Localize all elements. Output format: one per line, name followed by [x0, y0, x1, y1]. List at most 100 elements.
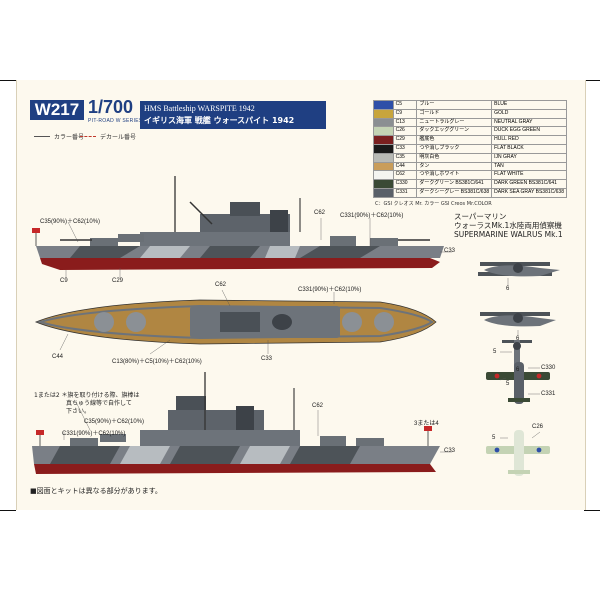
legend-decal: デカール番号 — [80, 132, 136, 141]
label-side1-c331-c62: C331(90%)＋C62(10%) — [340, 213, 404, 219]
kit-code: W217 — [30, 100, 84, 120]
side-view-1 — [32, 176, 452, 278]
walrus-title-en: SUPERMARINE WALRUS Mk.1 — [454, 230, 563, 239]
legend-decal-label: デカール番号 — [100, 134, 137, 141]
top-superstructure — [190, 306, 340, 338]
flag-note: 1または2 ＊旗を取り付ける際、旗棒は 真ちゅう線等で自作して 下さい。 — [34, 392, 140, 416]
crop-mark — [0, 510, 16, 511]
deck-grey-band — [36, 304, 434, 340]
footnote: ■図面とキットは異なる部分があります。 — [30, 487, 162, 495]
ensign-flag-icon — [32, 228, 40, 233]
title-en: HMS Battleship WARSPITE 1942 — [144, 104, 255, 113]
label-top-c331-c62: C331(90%)＋C62(10%) — [298, 287, 362, 293]
legend-color-label: カラー番号 — [54, 134, 85, 141]
camo-light-side2 — [120, 446, 290, 464]
turret-a — [90, 238, 118, 246]
leader-line — [75, 401, 91, 431]
walrus-title: スーパーマリン ウォーラスMk.1水陸両用偵察機 SUPERMARINE WAL… — [454, 212, 563, 239]
legend-dash-icon — [80, 136, 96, 137]
label-side2-c33: C33 — [444, 448, 456, 454]
turret2-b — [100, 434, 126, 442]
turret-x — [330, 236, 356, 246]
kit-scale: 1/700 — [88, 97, 134, 117]
top-bridge — [220, 312, 260, 332]
top-turret-x — [342, 312, 362, 332]
turret2-x — [320, 436, 346, 446]
crop-mark — [584, 510, 600, 511]
leader-line — [221, 289, 231, 307]
label-side2-c62: C62 — [312, 403, 324, 409]
label-walrus-v3-6: 6 — [516, 367, 520, 373]
label-side1-c62: C62 — [314, 210, 326, 216]
label-walrus-bot-c26: C26 — [532, 424, 544, 430]
label-side1-c9: C9 — [60, 278, 68, 284]
top-turret-b — [126, 312, 146, 332]
label-side1-c35-c62: C35(90%)＋C62(10%) — [40, 219, 101, 225]
label-top-c44: C44 — [52, 354, 64, 360]
turret-b — [118, 234, 144, 242]
funnel2 — [236, 406, 254, 430]
paint-note: C：GSI クレオス Mr. カラー GSI Creos Mr.COLOR — [375, 201, 492, 207]
legend-line-icon — [34, 136, 50, 137]
ensign-flag-icon — [424, 426, 432, 431]
leader-line — [67, 221, 79, 243]
crop-mark — [584, 80, 600, 81]
walrus-bottom-view — [486, 430, 550, 476]
top-turret-a — [94, 312, 114, 332]
walrus-side-view-2 — [480, 312, 556, 336]
walrus-title-jp1: スーパーマリン — [454, 212, 507, 221]
label-side2-c331-c62: C331(90%)＋C62(10%) — [62, 431, 126, 437]
label-walrus-top-c331: C331 — [541, 391, 556, 397]
funnel — [270, 210, 288, 232]
hull-red-side2 — [34, 464, 436, 474]
top-view — [34, 289, 437, 355]
flag-note-line2: 真ちゅう線等で自作して — [66, 400, 132, 407]
superstructure-lower — [140, 232, 290, 246]
crane — [189, 201, 213, 225]
title-jp: イギリス海軍 戦艦 ウォースパイト 1942 — [144, 116, 295, 125]
label-side2-flag34: 3または4 — [414, 421, 439, 427]
walrus-side-view — [478, 262, 560, 286]
label-walrus-v3-5: 5 — [493, 349, 497, 355]
kit-title: HMS Battleship WARSPITE 1942 イギリス海軍 戦艦 ウ… — [140, 101, 326, 129]
label-side1-c33: C33 — [444, 248, 456, 254]
hull-red-side1 — [40, 258, 440, 270]
leader-line — [59, 333, 69, 351]
legend-color: カラー番号 — [34, 132, 84, 141]
walrus-title-jp2: ウォーラスMk.1水陸両用偵察機 — [454, 221, 562, 230]
turret2-y — [356, 438, 384, 446]
leader-line — [149, 339, 171, 355]
walrus-nose-view — [500, 340, 532, 366]
side-view-2 — [32, 372, 452, 474]
superstructure2-lower — [140, 430, 300, 446]
label-walrus-v2-6: 6 — [516, 336, 520, 342]
ensign-flag-icon — [36, 430, 44, 435]
camo-side2 — [50, 446, 360, 464]
bridge-tower — [230, 202, 260, 216]
label-walrus-top-5: 5 — [506, 381, 510, 387]
label-walrus-bot-5: 5 — [492, 435, 496, 441]
label-walrus-top-c330: C330 — [541, 365, 556, 371]
flag-note-line1: 1または2 ＊旗を取り付ける際、旗棒は — [34, 392, 140, 399]
camo-side1 — [70, 246, 380, 258]
crop-mark — [0, 80, 16, 81]
paint-name-en: DARK SEA GRAY BS381C/638 — [491, 187, 567, 198]
label-walrus-side-6: 6 — [506, 286, 510, 292]
series-name: PIT-ROAD W SERIES — [88, 118, 143, 124]
top-funnel — [272, 314, 292, 330]
label-top-c33: C33 — [261, 356, 273, 362]
flag-note-line3: 下さい。 — [66, 408, 91, 415]
turret-y — [370, 238, 398, 246]
label-top-c62: C62 — [215, 282, 227, 288]
label-side2-c35-c62: C35(90%)＋C62(10%) — [84, 419, 145, 425]
camo-light-side1 — [140, 246, 300, 258]
walrus-top-view — [486, 362, 550, 404]
top-turret-y — [374, 312, 394, 332]
bridge2 — [176, 396, 206, 410]
label-top-mix: C13(80%)＋C5(10%)＋C62(10%) — [112, 359, 202, 365]
